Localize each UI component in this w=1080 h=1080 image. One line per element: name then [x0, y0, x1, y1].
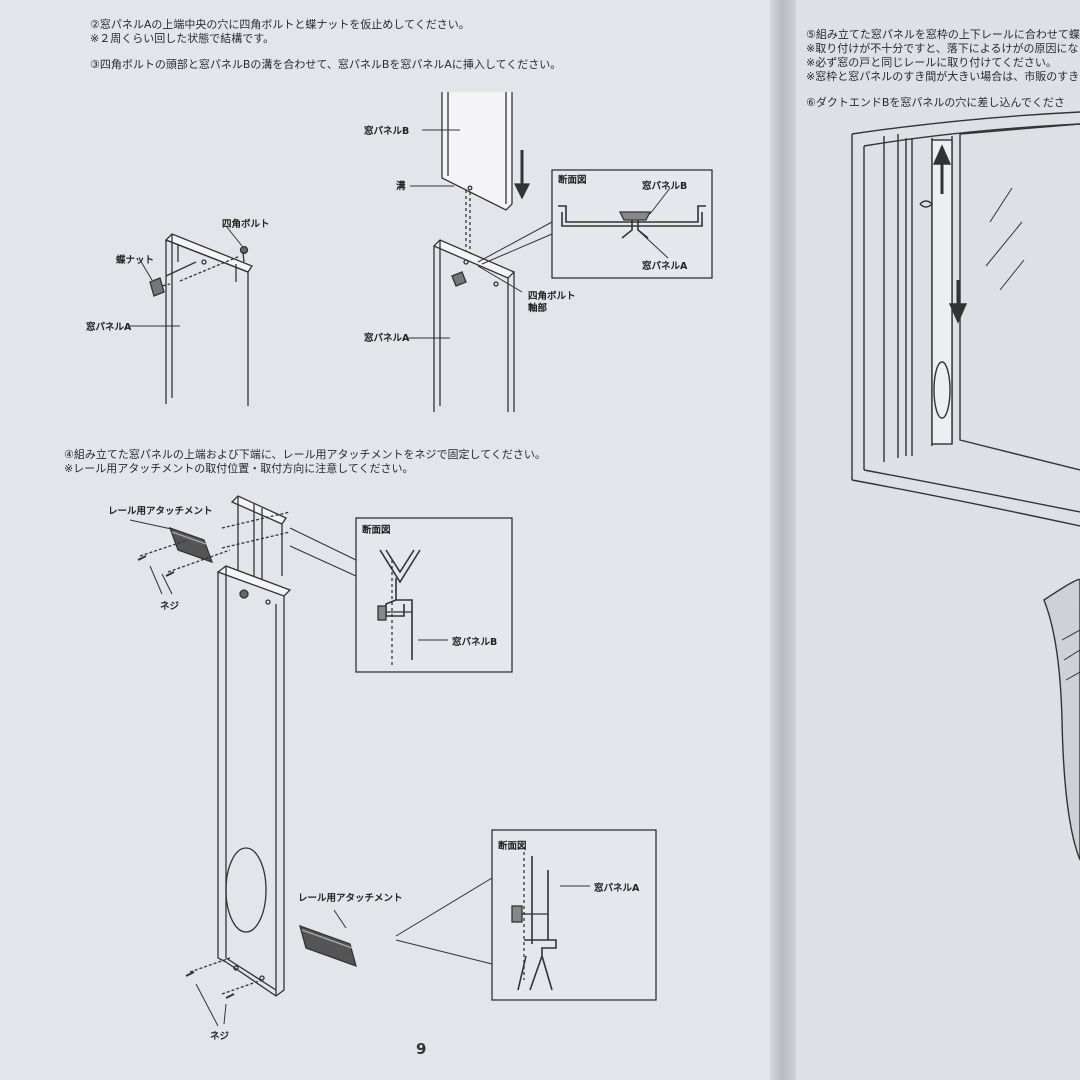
cross-section-box-2 [355, 517, 513, 673]
step5-note-2: ※必ず窓の戸と同じレールに取り付けてください。 [806, 56, 1057, 69]
step5-note-3: ※窓枠と窓パネルのすき間が大きい場合は、市販のすき [806, 70, 1080, 83]
window-installation-drawing [851, 111, 1080, 861]
step5-instruction: ⑤組み立てた窓パネルを窓枠の上下レールに合わせて蝶 [806, 28, 1080, 41]
label-rail-attachment-1: レール用アタッチメント [108, 506, 213, 517]
label-screw-1: ネジ [160, 601, 180, 612]
rail-attachment-drawing [129, 495, 493, 1027]
step2-note: ※２周くらい回した状態で結構です。 [90, 32, 275, 45]
step5-note-1: ※取り付けが不十分ですと、落下によるけがの原因にな [806, 42, 1079, 55]
label-bolt-shaft-2: 軸部 [528, 303, 548, 314]
panel-a-step2-drawing [130, 225, 253, 406]
step4-note: ※レール用アタッチメントの取付位置・取付方向に注意してください。 [64, 462, 414, 475]
label-panel-b-2: 窓パネルB [642, 181, 688, 192]
label-panel-b-3: 窓パネルB [452, 637, 498, 648]
page-number: 9 [416, 1040, 427, 1058]
cross-section-box-1 [551, 169, 713, 279]
label-bolt-shaft-1: 四角ボルト [528, 291, 576, 302]
step3-instruction: ③四角ボルトの頭部と窓パネルBの溝を合わせて、窓パネルBを窓パネルAに挿入してく… [90, 58, 562, 71]
step2-instruction: ②窓パネルAの上端中央の穴に四角ボルトと蝶ナットを仮止めしてください。 [90, 18, 470, 31]
panel-b-insert-drawing [408, 92, 553, 412]
label-groove: 溝 [396, 181, 406, 192]
right-page [778, 0, 1080, 1080]
label-square-bolt: 四角ボルト [222, 219, 270, 230]
label-panel-a-4: 窓パネルA [594, 883, 640, 894]
label-screw-2: ネジ [210, 1031, 230, 1042]
label-rail-attachment-2: レール用アタッチメント [298, 893, 403, 904]
label-panel-a-3: 窓パネルA [642, 261, 688, 272]
label-panel-a-2: 窓パネルA [364, 333, 410, 344]
label-cross-section-1: 断面図 [558, 175, 587, 186]
label-cross-section-3: 断面図 [498, 841, 527, 852]
label-panel-b-1: 窓パネルB [364, 126, 410, 137]
label-wing-nut: 蝶ナット [116, 255, 155, 266]
label-panel-a-1: 窓パネルA [86, 322, 132, 333]
label-cross-section-2: 断面図 [362, 525, 391, 536]
step6-instruction: ⑥ダクトエンドBを窓パネルの穴に差し込んでくださ [806, 96, 1065, 109]
cross-section-box-3 [491, 829, 657, 1001]
book-gutter [770, 0, 796, 1080]
step4-instruction: ④組み立てた窓パネルの上端および下端に、レール用アタッチメントをネジで固定してく… [64, 448, 546, 461]
